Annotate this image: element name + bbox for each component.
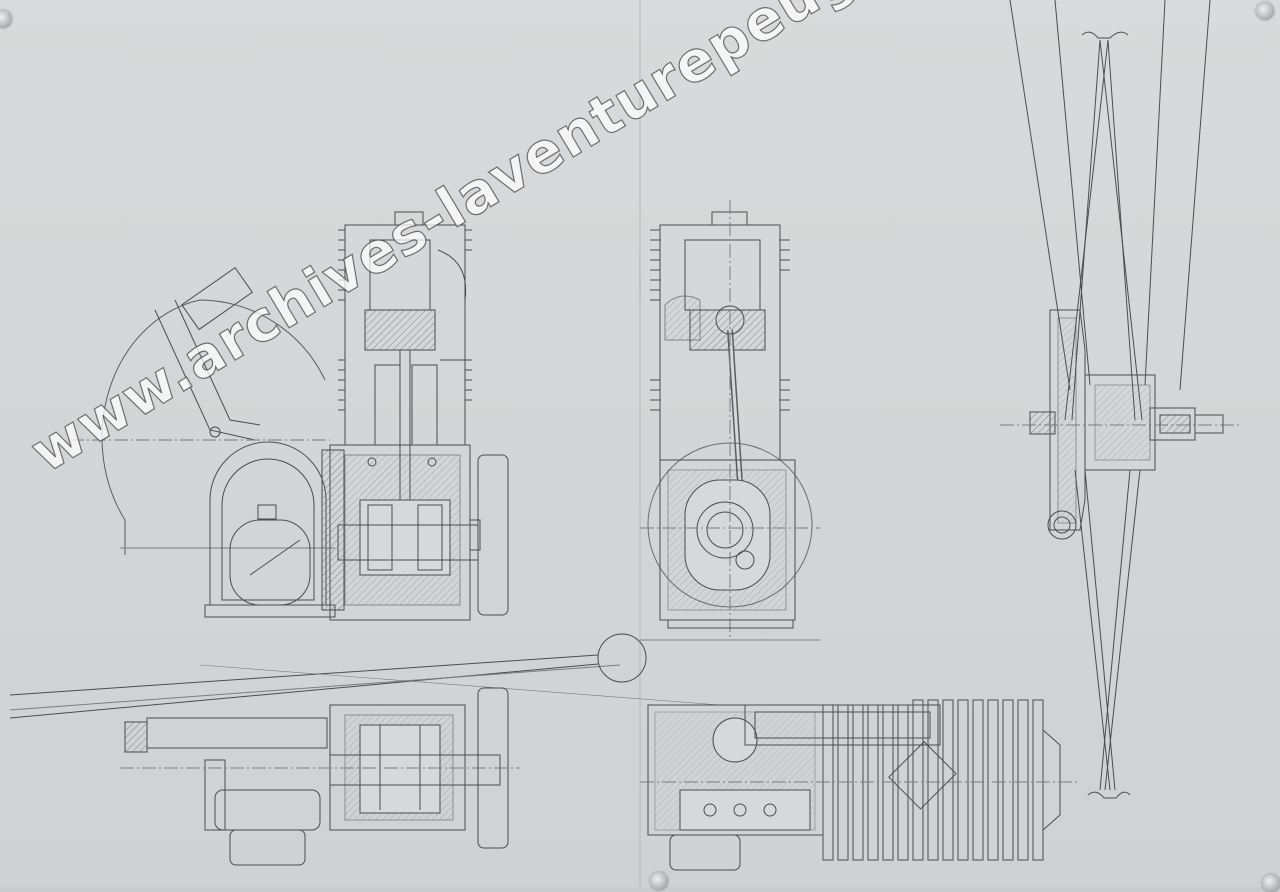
- control-rod: [9, 633, 820, 719]
- pushpin-icon: [650, 872, 668, 890]
- engine-cylinder-plan-view: [640, 699, 1080, 871]
- cylinder-fins: [822, 699, 1044, 861]
- wheel-hub-section-view: [1000, 0, 1240, 799]
- pushpin-icon: [1256, 2, 1274, 20]
- engine-front-section-view: [640, 200, 820, 640]
- engine-side-section-view: [70, 211, 509, 621]
- engine-plan-view: [120, 687, 520, 866]
- cooling-fins: [338, 229, 472, 411]
- pushpin-icon: [0, 10, 12, 28]
